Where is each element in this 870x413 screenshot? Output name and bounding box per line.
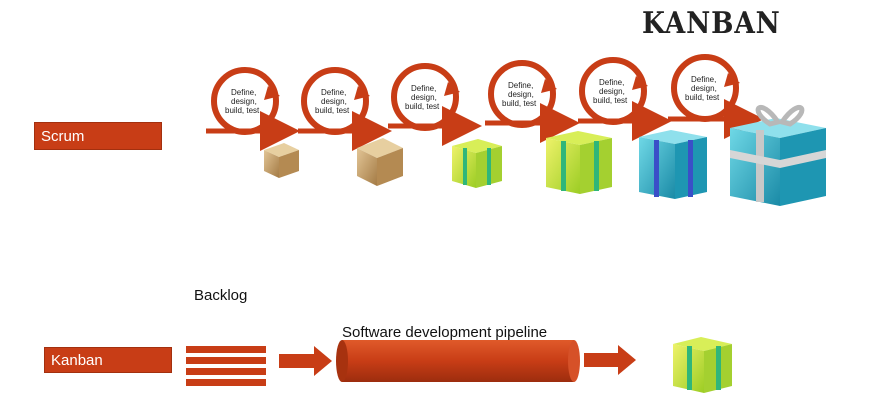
cycle-text: build, test xyxy=(315,106,350,115)
cycle-1: Define, design, build, test xyxy=(206,67,300,151)
cycle-text: build, test xyxy=(502,99,537,108)
backlog-label: Backlog xyxy=(194,287,248,304)
cycle-5: Define, design, build, test xyxy=(578,57,672,141)
cycle-text: Define, xyxy=(411,84,436,93)
cycle-text: build, test xyxy=(593,96,628,105)
cycle-text: Define, xyxy=(321,88,346,97)
cycle-text: Define, xyxy=(508,81,533,90)
gift-icon xyxy=(546,131,612,194)
cycle-text: Define, xyxy=(599,78,624,87)
cycle-text: design, xyxy=(411,93,437,102)
backlog-stack xyxy=(186,346,266,386)
pipeline-cylinder xyxy=(336,340,580,382)
gift-icon xyxy=(673,337,732,393)
gift-icon xyxy=(452,139,502,188)
cycle-text: design, xyxy=(508,90,534,99)
flow-arrow xyxy=(584,345,636,375)
scrum-label: Scrum xyxy=(34,122,162,150)
flow-arrow xyxy=(279,346,332,376)
page-title: KANBAN xyxy=(642,6,781,41)
cycle-text: build, test xyxy=(685,93,720,102)
gift-icon xyxy=(639,130,707,199)
cycle-text: Define, xyxy=(231,88,256,97)
cycle-text: build, test xyxy=(405,102,440,111)
box-icon xyxy=(357,138,403,186)
cycle-text: Define, xyxy=(691,75,716,84)
cycle-text: design, xyxy=(691,84,717,93)
cycle-text: design, xyxy=(321,97,347,106)
box-icon xyxy=(264,143,299,178)
cycle-text: build, test xyxy=(225,106,260,115)
cycle-6: Define, design, build, test xyxy=(668,54,764,139)
cycle-4: Define, design, build, test xyxy=(485,60,580,143)
cycle-text: design, xyxy=(231,97,257,106)
pipeline-label: Software development pipeline xyxy=(342,324,548,341)
kanban-label: Kanban xyxy=(44,347,172,373)
gift-icon xyxy=(730,105,826,206)
cycle-2: Define, design, build, test xyxy=(298,67,392,151)
cycle-text: design, xyxy=(599,87,625,96)
cycle-3: Define, design, build, test xyxy=(388,63,482,146)
